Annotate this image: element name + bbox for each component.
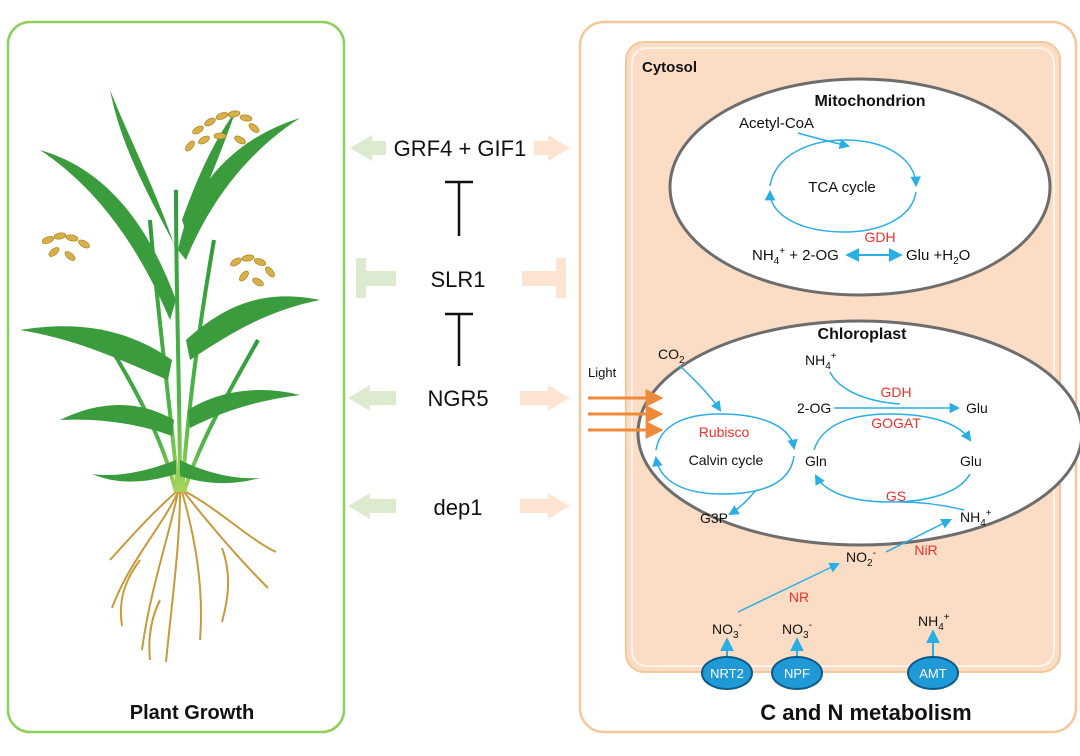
- chloroplast: Chloroplast Light CO2 Rubisco Calvin cyc…: [588, 319, 1080, 547]
- g3p-label: G3P: [700, 510, 728, 526]
- cytosol-label: Cytosol: [642, 59, 697, 76]
- grf4-left-arrow: [350, 135, 386, 161]
- co2-label: CO2: [658, 346, 685, 366]
- light-label: Light: [588, 365, 617, 380]
- chloro-nh4-label: NH4+: [805, 351, 837, 372]
- rubisco-label: Rubisco: [699, 424, 750, 440]
- acetyl-coa-label: Acetyl-CoA: [739, 115, 814, 132]
- nr-label: NR: [789, 589, 809, 605]
- nrt2-label: NRT2: [710, 666, 744, 681]
- nrt2-transporter: [701, 656, 753, 690]
- chloroplast-title: Chloroplast: [818, 326, 908, 343]
- transporters: NO3- NO3- NH4+ NRT2 NPF AMT: [701, 612, 959, 690]
- chloro-glu2-label: Glu: [960, 453, 982, 469]
- mitochondrion: Mitochondrion Acetyl-CoA TCA cycle GDH N…: [668, 77, 1052, 297]
- dep1-left-arrow: [348, 493, 396, 519]
- no2-label: NO2-: [846, 548, 876, 569]
- mitochondrion-title: Mitochondrion: [814, 93, 925, 110]
- no3-npf-label: NO3-: [782, 620, 812, 641]
- ngr5-right-arrow: [520, 385, 570, 411]
- c-n-metabolism-title: C and N metabolism: [760, 700, 971, 725]
- chloro-gln-label: Gln: [805, 453, 827, 469]
- gs-label: GS: [886, 488, 906, 504]
- npf-transporter: [771, 656, 823, 690]
- plant-growth-title: Plant Growth: [130, 702, 254, 724]
- npf-label: NPF: [784, 666, 810, 681]
- chloro-glu-label: Glu: [966, 400, 988, 416]
- slr1-label: SLR1: [430, 267, 485, 292]
- mito-glu-h2o-label: Glu +H2O: [906, 247, 970, 267]
- no3-nrt2-label: NO3-: [712, 620, 742, 641]
- gogat-label: GOGAT: [871, 415, 921, 431]
- ngr5-left-arrow: [348, 385, 396, 411]
- dep1-label: dep1: [434, 495, 483, 520]
- tca-cycle-label: TCA cycle: [808, 179, 876, 196]
- grf4-gif1-label: GRF4 + GIF1: [394, 136, 527, 161]
- chloro-nh4-lower-label: NH4+: [960, 508, 992, 529]
- dep1-right-arrow: [520, 493, 570, 519]
- mito-nh4-2og-label: NH4+ + 2-OG: [752, 246, 839, 267]
- rice-plant-illustration: [20, 90, 320, 663]
- amt-label: AMT: [919, 666, 947, 681]
- amt-transporter: [907, 656, 959, 690]
- nir-label: NiR: [914, 542, 937, 558]
- calvin-cycle-label: Calvin cycle: [689, 452, 764, 468]
- regulator-network: GRF4 + GIF1 SLR1 NGR5 dep1: [348, 135, 570, 520]
- nh4-amt-label: NH4+: [918, 612, 950, 633]
- chloro-gdh-label: GDH: [880, 384, 911, 400]
- slr1-right-block: [522, 258, 566, 298]
- plant-growth-panel: [6, 20, 346, 734]
- slr1-left-block: [356, 258, 396, 298]
- chloro-2og-label: 2-OG: [797, 400, 831, 416]
- grf4-right-arrow: [534, 135, 570, 161]
- ngr5-label: NGR5: [427, 386, 488, 411]
- mito-gdh-label: GDH: [864, 229, 895, 245]
